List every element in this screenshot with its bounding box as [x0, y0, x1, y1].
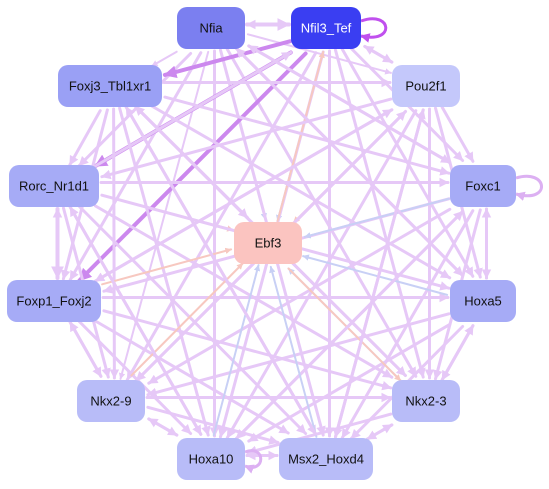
node-box — [291, 7, 361, 49]
edge-foxj3-tbl1xr1-to-hoxa5 — [150, 104, 452, 280]
node-box — [234, 222, 302, 264]
node-ebf3: Ebf3 — [234, 222, 302, 264]
node-label: Nkx2-9 — [90, 394, 131, 409]
node-label: Foxp1_Foxj2 — [16, 294, 91, 309]
edge-foxj3-tbl1xr1-to-foxc1 — [163, 95, 451, 176]
edge-foxc1-to-nfia — [247, 44, 452, 165]
edge-nfia-to-foxj3-tbl1xr1 — [150, 50, 178, 67]
node-label: Foxj3_Tbl1xr1 — [69, 79, 151, 94]
node-nfil3-tef: Nfil3_Tef — [291, 7, 361, 49]
node-label: Rorc_Nr1d1 — [19, 179, 89, 194]
edge-nkx2-3-to-hoxa10 — [246, 412, 393, 456]
edge-foxj3-tbl1xr1-to-hoxa10 — [118, 106, 211, 437]
edge-nkx2-9-to-foxp1-foxj2 — [68, 320, 103, 378]
edge-hoxa10-to-nkx2-9 — [147, 417, 179, 437]
node-foxc1: Foxc1 — [450, 165, 516, 207]
edge-ebf3-to-nkx2-3 — [287, 267, 402, 382]
node-label: Msx2_Hoxd4 — [288, 452, 364, 467]
edge-nfil3-tef-to-foxj3-tbl1xr1 — [162, 39, 292, 79]
edge-pou2f1-to-foxc1 — [440, 105, 475, 163]
edge-pou2f1-to-rorc-nr1d1 — [100, 97, 393, 180]
node-rorc-nr1d1: Rorc_Nr1d1 — [9, 165, 99, 207]
node-box — [9, 165, 99, 207]
node-label: Ebf3 — [255, 236, 282, 251]
edge-hoxa10-to-rorc-nr1d1 — [68, 205, 203, 436]
node-box — [7, 280, 101, 322]
edge-nkx2-9-to-ebf3 — [130, 262, 244, 377]
node-label: Nfil3_Tef — [301, 21, 352, 36]
node-box — [279, 438, 373, 480]
edge-msx2-hoxd4-to-nkx2-3 — [365, 423, 394, 441]
edge-ebf3-to-nfil3-tef — [276, 50, 325, 222]
self-loop-hoxa10 — [244, 449, 263, 474]
self-loop-foxc1 — [515, 174, 543, 201]
node-box — [450, 165, 516, 207]
node-label: Nfia — [199, 21, 223, 36]
node-foxj3-tbl1xr1: Foxj3_Tbl1xr1 — [58, 65, 162, 107]
edge-hoxa5-to-nfia — [234, 47, 465, 277]
node-label: Pou2f1 — [405, 79, 446, 94]
edge-nfia-to-nkx2-3 — [225, 47, 418, 378]
node-box — [450, 280, 516, 322]
node-hoxa10: Hoxa10 — [177, 438, 245, 480]
node-box — [392, 380, 460, 422]
edge-nfia-to-nkx2-9 — [118, 50, 210, 380]
edge-msx2-hoxd4-to-ebf3 — [269, 265, 318, 438]
edge-hoxa10-to-foxc1 — [234, 210, 465, 440]
node-foxp1-foxj2: Foxp1_Foxj2 — [7, 280, 101, 322]
edge-foxp1-foxj2-to-msx2-hoxd4 — [93, 319, 290, 435]
self-loop-nfil3-tef — [360, 17, 388, 43]
node-label: Nkx2-3 — [405, 394, 446, 409]
edge-msx2-hoxd4-to-pou2f1 — [334, 108, 426, 439]
edge-nkx2-9-to-msx2-hoxd4 — [146, 405, 280, 445]
node-box — [177, 7, 245, 49]
node-box — [177, 438, 245, 480]
edge-hoxa5-to-nkx2-9 — [146, 312, 451, 398]
self-loop-layer — [244, 17, 543, 474]
node-box — [392, 65, 460, 107]
edge-foxc1-to-ebf3 — [303, 197, 450, 239]
node-nkx2-9: Nkx2-9 — [77, 380, 145, 422]
edge-nkx2-3-to-hoxa5 — [440, 324, 475, 382]
node-box — [77, 380, 145, 422]
edge-foxp1-foxj2-to-ebf3 — [101, 247, 233, 286]
node-label: Foxc1 — [465, 179, 500, 194]
node-pou2f1: Pou2f1 — [392, 65, 460, 107]
edge-pou2f1-to-hoxa10 — [225, 109, 418, 440]
edge-msx2-hoxd4-to-foxj3-tbl1xr1 — [124, 105, 318, 436]
edge-hoxa5-to-ebf3 — [302, 254, 449, 296]
edge-pou2f1-to-nfil3-tef — [363, 44, 394, 64]
node-nfia: Nfia — [177, 7, 245, 49]
node-nkx2-3: Nkx2-3 — [392, 380, 460, 422]
node-hoxa5: Hoxa5 — [450, 280, 516, 322]
edge-rorc-nr1d1-to-nkx2-3 — [94, 204, 394, 379]
edge-foxp1-foxj2-to-nkx2-3 — [102, 309, 393, 391]
edge-foxp1-foxj2-to-pou2f1 — [94, 108, 394, 283]
node-box — [58, 65, 162, 107]
node-msx2-hoxd4: Msx2_Hoxd4 — [279, 438, 373, 480]
edge-foxj3-tbl1xr1-to-rorc-nr1d1 — [68, 109, 102, 167]
edge-hoxa10-to-ebf3 — [212, 264, 261, 437]
node-label: Hoxa10 — [189, 452, 234, 467]
node-label: Hoxa5 — [464, 294, 502, 309]
edge-rorc-nr1d1-to-msx2-hoxd4 — [77, 205, 308, 435]
